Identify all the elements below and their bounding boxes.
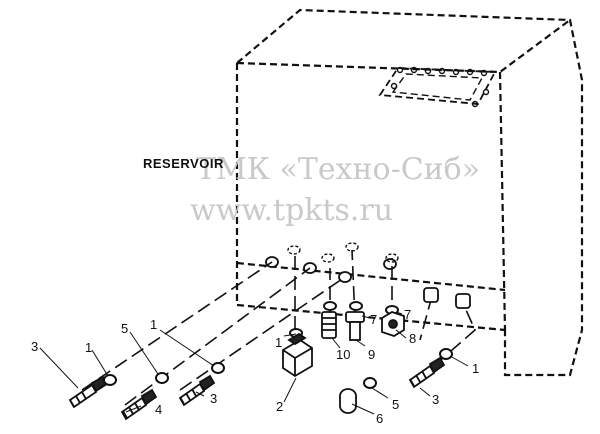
port-plugs	[287, 242, 399, 263]
right-ports-fittings	[423, 287, 471, 309]
reservoir-tank	[235, 8, 584, 377]
adapter-9	[345, 311, 365, 341]
plug-6	[339, 388, 357, 414]
elbow-fitting-2	[282, 332, 313, 378]
hex-nut-8	[381, 311, 405, 337]
callout-6: 6	[376, 411, 384, 426]
callout-1-elbow: 1	[275, 335, 283, 350]
callout-1-right: 1	[472, 361, 480, 376]
callout-8: 8	[409, 331, 417, 346]
callout-5-right: 5	[392, 397, 400, 412]
callout-7-left: 7	[370, 312, 378, 327]
barbed-fitting-3-left	[68, 375, 109, 409]
barbed-fitting-3-mid	[178, 374, 216, 407]
callout-leaders	[39, 311, 469, 415]
callout-7-right: 7	[404, 307, 412, 322]
callout-2: 2	[276, 399, 284, 414]
callout-9: 9	[368, 347, 376, 362]
barbed-fitting-3-right	[408, 356, 446, 389]
plate-bolt-holes	[390, 66, 490, 108]
callout-3-left: 3	[31, 339, 39, 354]
callout-10: 10	[336, 347, 351, 362]
watermark-company: ТМК «Техно-Сиб»	[196, 152, 481, 187]
reservoir-label: RESERVOIR	[143, 156, 224, 171]
callout-3-right: 3	[432, 392, 440, 407]
callout-3-mid: 3	[210, 391, 218, 406]
callout-1-left: 1	[85, 340, 93, 355]
barbed-fitting-4	[120, 388, 158, 421]
callout-1-mid: 1	[150, 317, 158, 332]
watermark-url: www.tpkts.ru	[190, 193, 394, 228]
callout-5-left: 5	[121, 321, 129, 336]
straight-fitting-10	[321, 311, 337, 339]
callout-4: 4	[155, 402, 163, 417]
